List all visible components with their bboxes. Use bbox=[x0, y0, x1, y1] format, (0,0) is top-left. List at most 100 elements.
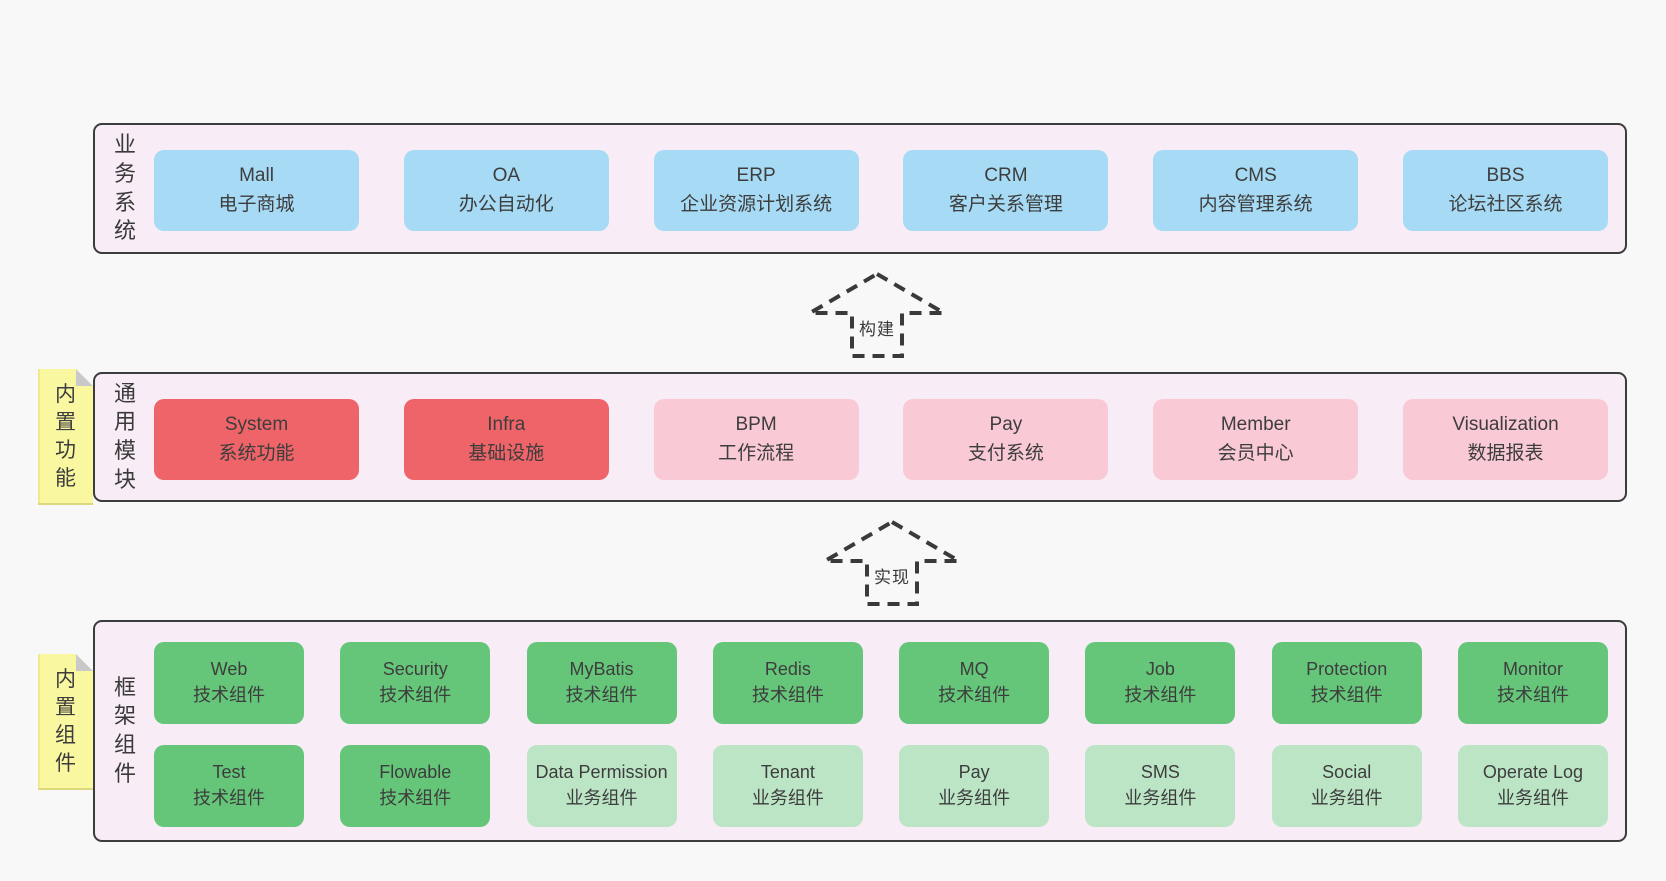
box-subtitle: 技术组件 bbox=[938, 685, 1011, 705]
box-subtitle: 支付系统 bbox=[967, 442, 1044, 464]
box-subtitle: 业务组件 bbox=[938, 788, 1011, 808]
box-subtitle: 业务组件 bbox=[751, 788, 824, 808]
arrow-build: 构建 bbox=[806, 271, 948, 359]
box-bbs: BBS 论坛社区系统 bbox=[1402, 150, 1608, 231]
box-title: MyBatis bbox=[569, 659, 634, 680]
section-label-modules: 通 用 模 块 bbox=[113, 380, 136, 492]
box-title: ERP bbox=[736, 165, 776, 186]
box-subtitle: 客户关系管理 bbox=[948, 193, 1063, 215]
components-rows: Web 技术组件 Security 技术组件 MyBatis 技术组件 Redi… bbox=[154, 642, 1608, 827]
box-tenant: Tenant 业务组件 bbox=[712, 745, 863, 827]
box-title: Job bbox=[1145, 659, 1175, 680]
box-subtitle: 技术组件 bbox=[193, 788, 265, 808]
box-test: Test 技术组件 bbox=[154, 745, 304, 827]
box-title: SMS bbox=[1140, 762, 1180, 783]
folded-corner-icon bbox=[76, 369, 93, 386]
arrow-label: 实现 bbox=[874, 568, 910, 587]
box-visualization: Visualization 数据报表 bbox=[1402, 399, 1608, 480]
box-title: Tenant bbox=[760, 762, 815, 783]
box-crm: CRM 客户关系管理 bbox=[903, 150, 1109, 231]
sticky-note-built-in-components: 内 置 组 件 bbox=[38, 654, 93, 790]
box-oa: OA 办公自动化 bbox=[403, 150, 609, 231]
sticky-note-text: 内 置 功 能 bbox=[55, 383, 76, 490]
box-mybatis: MyBatis 技术组件 bbox=[526, 642, 677, 724]
box-subtitle: 业务组件 bbox=[1124, 788, 1197, 808]
box-title: BBS bbox=[1486, 165, 1525, 186]
box-subtitle: 技术组件 bbox=[751, 685, 824, 705]
box-title: BPM bbox=[735, 414, 777, 435]
box-sms: SMS 业务组件 bbox=[1085, 745, 1236, 827]
box-mq: MQ 技术组件 bbox=[899, 642, 1050, 724]
section-label-components: 框 架 组 件 bbox=[113, 674, 136, 786]
box-title: Mall bbox=[239, 165, 274, 186]
sticky-note-text: 内 置 组 件 bbox=[55, 668, 76, 775]
box-subtitle: 论坛社区系统 bbox=[1448, 193, 1563, 215]
box-subtitle: 技术组件 bbox=[1124, 685, 1197, 705]
box-title: Operate Log bbox=[1482, 762, 1583, 783]
section-label-business: 业 务 系 统 bbox=[113, 132, 136, 244]
arrow-label: 构建 bbox=[859, 320, 895, 339]
box-subtitle: 技术组件 bbox=[379, 788, 452, 808]
box-title: Pay bbox=[989, 414, 1023, 435]
box-title: Pay bbox=[958, 762, 990, 783]
box-subtitle: 技术组件 bbox=[1496, 685, 1569, 705]
box-title: System bbox=[224, 414, 289, 435]
box-redis: Redis 技术组件 bbox=[712, 642, 863, 724]
box-subtitle: 会员中心 bbox=[1217, 442, 1294, 464]
modules-row: System 系统功能 Infra 基础设施 BPM 工作流程 Pay 支付系统… bbox=[154, 399, 1608, 480]
box-web: Web 技术组件 bbox=[154, 642, 304, 724]
box-data-permission: Data Permission 业务组件 bbox=[526, 745, 677, 827]
box-title: Protection bbox=[1306, 659, 1388, 680]
box-subtitle: 内容管理系统 bbox=[1198, 193, 1313, 215]
box-mall: Mall 电子商城 bbox=[154, 150, 359, 231]
box-subtitle: 业务组件 bbox=[565, 788, 638, 808]
box-social: Social 业务组件 bbox=[1271, 745, 1422, 827]
box-title: Visualization bbox=[1452, 414, 1559, 435]
box-infra: Infra 基础设施 bbox=[403, 399, 609, 480]
box-cms: CMS 内容管理系统 bbox=[1153, 150, 1359, 231]
box-subtitle: 电子商城 bbox=[218, 193, 295, 215]
box-title: MQ bbox=[959, 659, 989, 680]
box-title: Web bbox=[210, 659, 248, 680]
box-erp: ERP 企业资源计划系统 bbox=[653, 150, 859, 231]
box-pay-component: Pay 业务组件 bbox=[899, 745, 1050, 827]
section-common-modules: 通 用 模 块 System 系统功能 Infra 基础设施 BPM 工作流程 … bbox=[93, 372, 1627, 502]
box-subtitle: 业务组件 bbox=[1310, 788, 1383, 808]
box-subtitle: 技术组件 bbox=[565, 685, 638, 705]
box-title: Monitor bbox=[1502, 659, 1563, 680]
sticky-note-built-in-features: 内 置 功 能 bbox=[38, 369, 93, 505]
box-security: Security 技术组件 bbox=[340, 642, 491, 724]
folded-corner-icon bbox=[76, 654, 93, 671]
box-title: CRM bbox=[984, 165, 1028, 186]
arrow-implement: 实现 bbox=[821, 519, 963, 607]
box-title: Redis bbox=[764, 659, 811, 680]
box-job: Job 技术组件 bbox=[1085, 642, 1236, 724]
dashed-up-arrow-icon bbox=[806, 271, 948, 358]
box-title: Flowable bbox=[379, 762, 452, 783]
box-title: Social bbox=[1322, 762, 1372, 783]
section-framework-components: 框 架 组 件 Web 技术组件 Security 技术组件 MyBatis 技… bbox=[93, 620, 1627, 842]
business-row: Mall 电子商城 OA 办公自动化 ERP 企业资源计划系统 CRM 客户关系… bbox=[154, 150, 1608, 231]
box-subtitle: 基础设施 bbox=[468, 442, 545, 464]
box-subtitle: 技术组件 bbox=[193, 685, 265, 705]
box-member: Member 会员中心 bbox=[1153, 399, 1359, 480]
box-bpm: BPM 工作流程 bbox=[653, 399, 859, 480]
box-subtitle: 办公自动化 bbox=[458, 193, 554, 215]
box-subtitle: 技术组件 bbox=[1310, 685, 1383, 705]
box-title: OA bbox=[492, 165, 521, 186]
box-title: Test bbox=[212, 762, 246, 783]
box-subtitle: 工作流程 bbox=[718, 442, 795, 464]
box-flowable: Flowable 技术组件 bbox=[340, 745, 491, 827]
dashed-up-arrow-icon bbox=[821, 519, 963, 606]
box-subtitle: 企业资源计划系统 bbox=[680, 193, 833, 215]
box-title: CMS bbox=[1234, 165, 1277, 186]
box-subtitle: 业务组件 bbox=[1496, 788, 1569, 808]
box-subtitle: 系统功能 bbox=[218, 442, 295, 464]
box-protection: Protection 技术组件 bbox=[1271, 642, 1422, 724]
box-monitor: Monitor 技术组件 bbox=[1457, 642, 1608, 724]
box-title: Security bbox=[382, 659, 448, 680]
box-title: Data Permission bbox=[535, 762, 668, 783]
box-subtitle: 数据报表 bbox=[1467, 442, 1544, 464]
box-subtitle: 技术组件 bbox=[379, 685, 452, 705]
